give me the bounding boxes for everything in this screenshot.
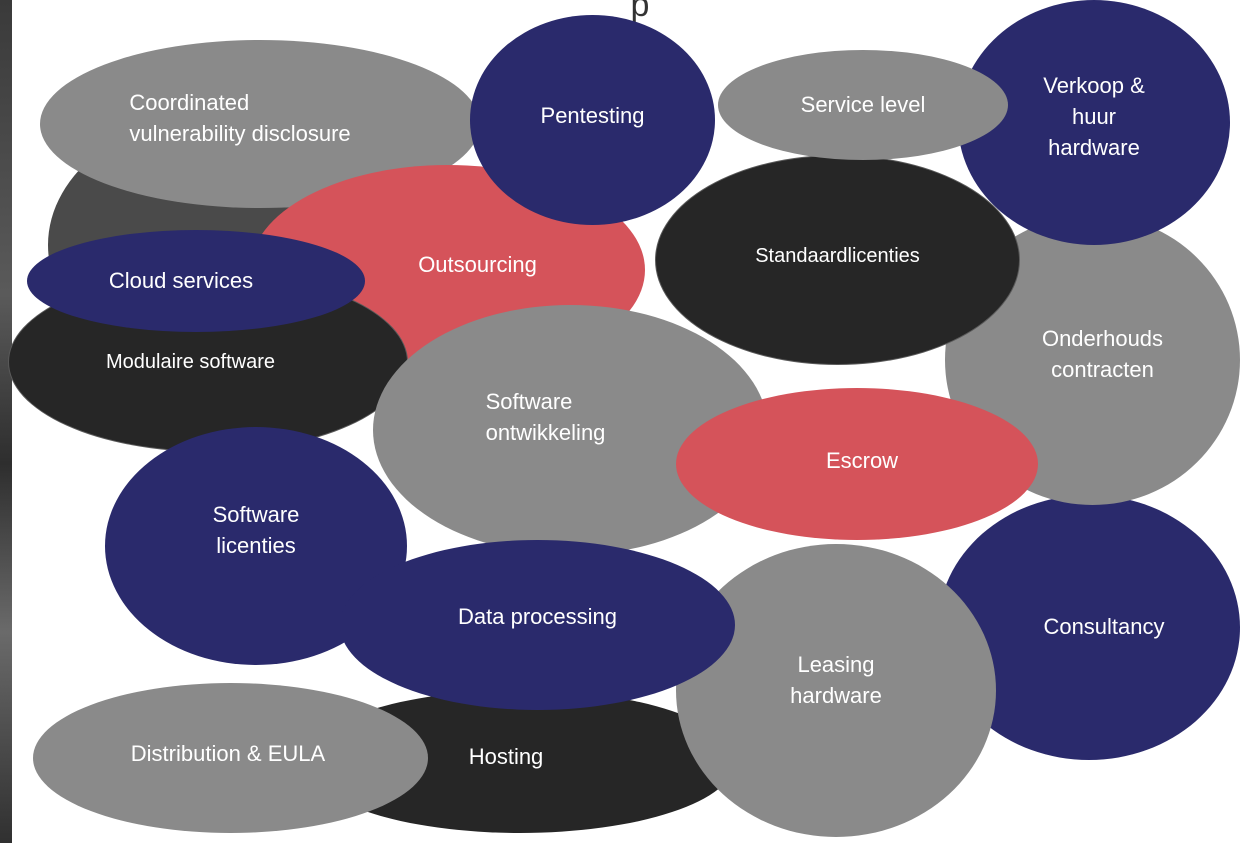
bubble-standaardlicenties-label: Standaardlicenties [755, 245, 920, 267]
left-edge-photo-strip [0, 0, 12, 843]
bubble-modulaire-software-label: Modulaire software [106, 351, 275, 373]
bubble-verkoop-huur-hardware: Verkoop & huur hardware [958, 0, 1230, 245]
bubble-cloud-services-label: Cloud services [108, 267, 254, 293]
bubble-distribution-eula-label: Distribution & EULA [130, 740, 326, 766]
bubble-pentesting: Pentesting [470, 15, 715, 225]
bubble-onderhouds-contracten-label: Onderhouds contracten [1041, 326, 1164, 382]
bubble-data-processing: Data processing [340, 540, 735, 710]
bubble-service-level: Service level [718, 50, 1008, 160]
bubble-verkoop-huur-hardware-label: Verkoop & huur hardware [1043, 73, 1145, 160]
bubble-consultancy-label: Consultancy [1043, 614, 1165, 640]
bubble-data-processing-label: Data processing [458, 604, 617, 630]
bubble-escrow: Escrow [676, 388, 1038, 540]
bubble-hosting-label: Hosting [468, 744, 544, 770]
bubble-cloud-services: Cloud services [27, 230, 365, 332]
bubble-distribution-eula: Distribution & EULA [33, 683, 428, 833]
diagram-heading: p [630, 0, 650, 24]
bubble-service-level-label: Service level [800, 91, 926, 117]
bubble-pentesting-label: Pentesting [540, 102, 645, 128]
bubble-consultancy: Consultancy [938, 495, 1240, 760]
bubble-leasing-hardware: Leasing hardware [676, 544, 996, 837]
bubble-coordinated-vulnerability-disclosure-label: Coordinated vulnerability disclosure [129, 90, 351, 146]
bubble-software-licenties-label: Software licenties [212, 502, 300, 558]
bubble-outsourcing-label: Outsourcing [418, 251, 537, 277]
bubble-leasing-hardware-label: Leasing hardware [790, 651, 882, 708]
bubble-software-ontwikkeling-label: Software ontwikkeling [485, 388, 606, 445]
bubble-standaardlicenties: Standaardlicenties [655, 155, 1020, 365]
bubble-escrow-label: Escrow [825, 447, 899, 473]
